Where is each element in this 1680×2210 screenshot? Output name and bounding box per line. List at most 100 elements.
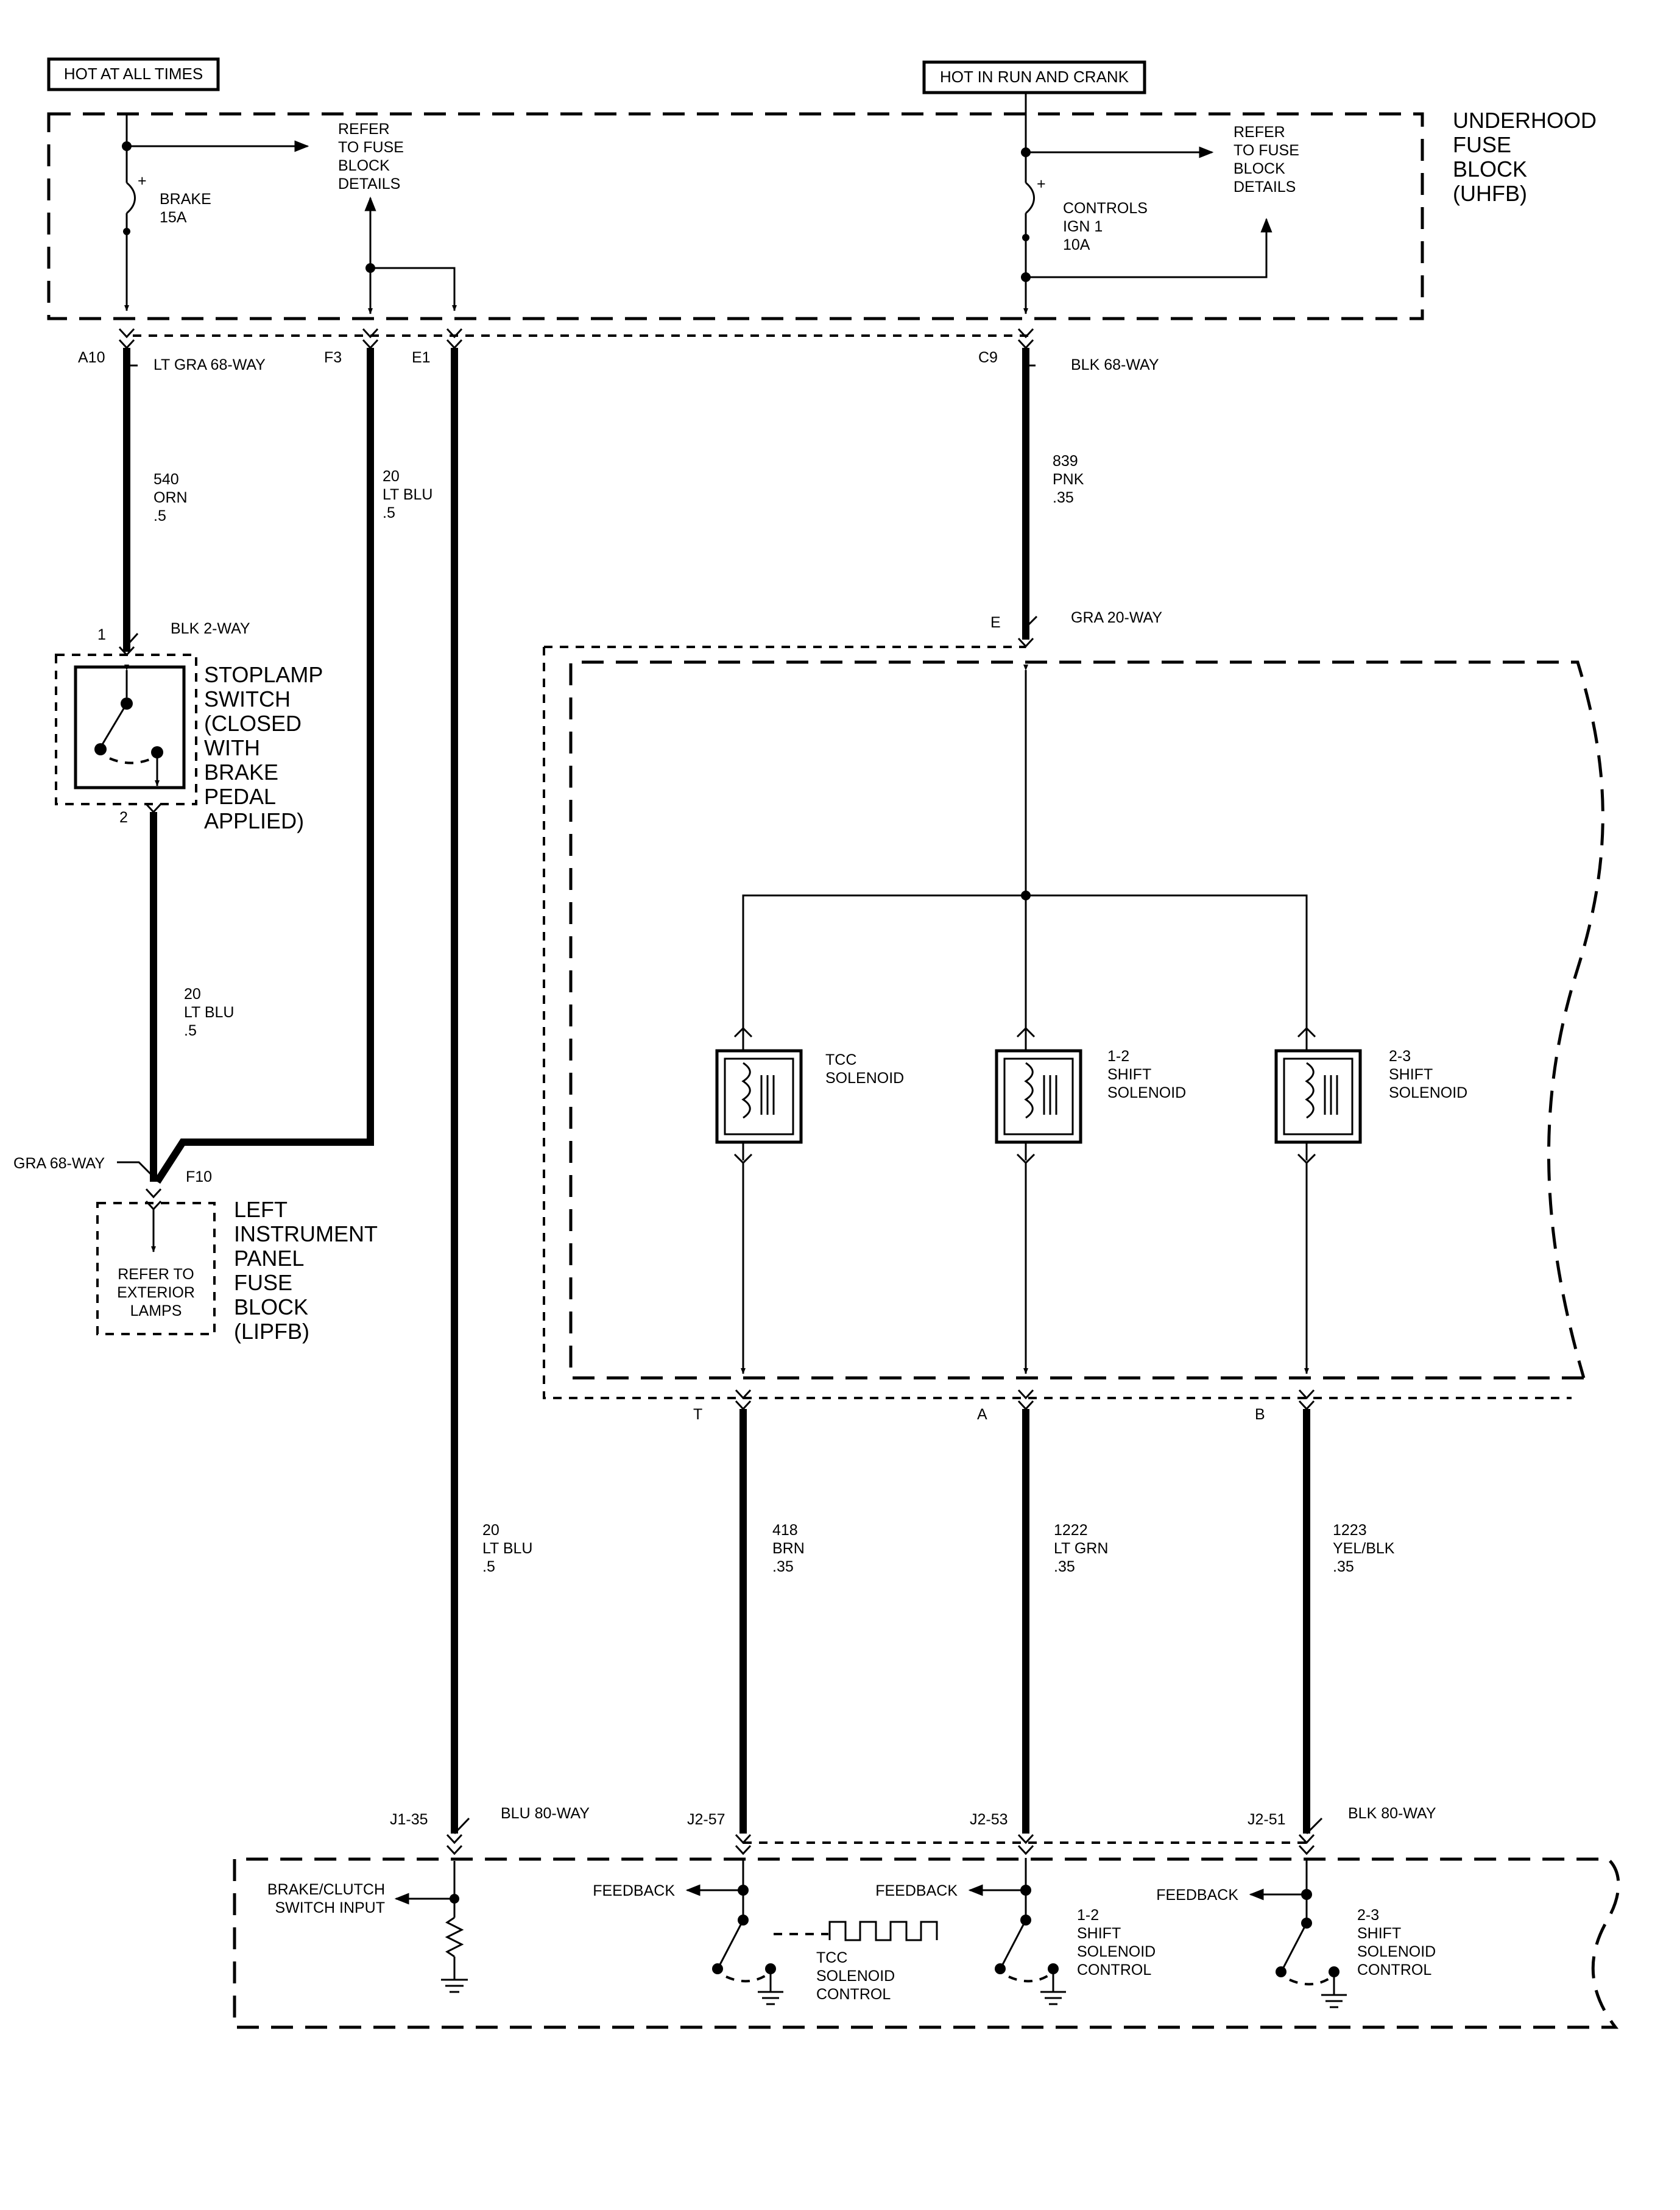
- wire-839-pnk: 839 PNK .35: [1022, 348, 1084, 640]
- wire-20-lt-blu-f3: 20 LT BLU .5: [154, 348, 432, 1184]
- svg-text:YEL/BLK: YEL/BLK: [1333, 1540, 1395, 1557]
- svg-text:SWITCH: SWITCH: [204, 687, 291, 711]
- svg-text:INSTRUMENT: INSTRUMENT: [234, 1221, 378, 1246]
- uhfb-label: UNDERHOOD FUSE BLOCK (UHFB): [1453, 108, 1597, 206]
- uhfb-pin-labels: A10 F3 E1 C9 LT GRA 68-WAY BLK 68-WAY: [78, 349, 1159, 373]
- svg-text:(CLOSED: (CLOSED: [204, 711, 302, 736]
- svg-text:PANEL: PANEL: [234, 1246, 304, 1271]
- svg-text:SHIFT: SHIFT: [1389, 1066, 1433, 1083]
- svg-text:B: B: [1255, 1406, 1265, 1423]
- shift-solenoid-1-2-label: 1-2 SHIFT SOLENOID: [1107, 1048, 1186, 1101]
- underhood-fuse-block-outline: [47, 112, 1424, 320]
- svg-text:TCC: TCC: [816, 1949, 847, 1966]
- svg-text:.35: .35: [772, 1558, 794, 1575]
- svg-text:GRA 20-WAY: GRA 20-WAY: [1071, 609, 1162, 626]
- svg-text:+: +: [138, 172, 147, 189]
- pcm-connector-pins: J1-35 J2-57 J2-53 J2-51 BLU 80-WAY BLK 8…: [390, 1805, 1436, 1855]
- svg-text:(LIPFB): (LIPFB): [234, 1319, 309, 1344]
- svg-text:LT GRA 68-WAY: LT GRA 68-WAY: [154, 356, 266, 373]
- refer-fuse-block-details-1: REFER TO FUSE BLOCK DETAILS: [338, 121, 404, 192]
- svg-text:SOLENOID: SOLENOID: [816, 1968, 895, 1985]
- svg-text:IGN 1: IGN 1: [1063, 218, 1103, 235]
- svg-text:BRAKE/CLUTCH: BRAKE/CLUTCH: [267, 1881, 385, 1898]
- shift-solenoid-2-3-label: 2-3 SHIFT SOLENOID: [1389, 1048, 1467, 1101]
- svg-text:GRA 68-WAY: GRA 68-WAY: [13, 1155, 105, 1172]
- svg-text:E: E: [990, 614, 1001, 631]
- svg-text:HOT AT ALL TIMES: HOT AT ALL TIMES: [64, 65, 203, 83]
- svg-text:REFER: REFER: [1234, 124, 1285, 141]
- svg-text:TO FUSE: TO FUSE: [338, 139, 404, 156]
- svg-text:SOLENOID: SOLENOID: [1077, 1943, 1156, 1960]
- svg-text:CONTROL: CONTROL: [1077, 1961, 1151, 1979]
- svg-text:10A: 10A: [1063, 236, 1090, 253]
- svg-text:F3: F3: [324, 349, 342, 366]
- wire-1222-lt-grn: 1222 LT GRN .35: [1022, 1409, 1108, 1834]
- svg-text:.5: .5: [184, 1022, 197, 1039]
- svg-text:BRN: BRN: [772, 1540, 805, 1557]
- svg-text:CONTROL: CONTROL: [816, 1986, 891, 2003]
- svg-text:2: 2: [119, 809, 128, 826]
- svg-text:.35: .35: [1054, 1558, 1075, 1575]
- svg-text:BLK 80-WAY: BLK 80-WAY: [1348, 1805, 1436, 1822]
- svg-text:SHIFT: SHIFT: [1077, 1925, 1121, 1942]
- svg-text:CONTROLS: CONTROLS: [1063, 200, 1148, 217]
- svg-text:APPLIED): APPLIED): [204, 808, 304, 833]
- pcm-outline: [233, 1857, 1620, 2029]
- lipfb-connector: GRA 68-WAY F10: [13, 1155, 212, 1211]
- svg-text:SOLENOID: SOLENOID: [1389, 1084, 1467, 1101]
- wire-20-lt-blu-e1: 20 LT BLU .5: [451, 348, 532, 1834]
- svg-text:1: 1: [97, 626, 106, 643]
- hot-at-all-times-label: HOT AT ALL TIMES: [47, 57, 220, 91]
- solenoid-feed: [742, 665, 1308, 1029]
- svg-text:J2-51: J2-51: [1248, 1811, 1286, 1828]
- shift-solenoid-1-2: [995, 1026, 1082, 1374]
- svg-text:CONTROL: CONTROL: [1357, 1961, 1431, 1979]
- svg-text:SOLENOID: SOLENOID: [825, 1070, 904, 1087]
- tcc-solenoid-control-driver: FEEDBACK TCC SOLENOID CONTROL: [593, 1858, 938, 2005]
- svg-text:WITH: WITH: [204, 735, 260, 760]
- svg-text:20: 20: [184, 986, 201, 1003]
- svg-text:15A: 15A: [160, 209, 187, 226]
- svg-text:(UHFB): (UHFB): [1453, 181, 1527, 206]
- svg-text:FEEDBACK: FEEDBACK: [875, 1882, 958, 1899]
- svg-text:PNK: PNK: [1053, 471, 1084, 488]
- shift-2-3-solenoid-control-driver: FEEDBACK 2-3 SHIFT SOLENOID CONTROL: [1156, 1858, 1436, 2008]
- svg-text:ORN: ORN: [154, 489, 188, 506]
- svg-text:REFER: REFER: [338, 121, 390, 138]
- svg-text:SWITCH INPUT: SWITCH INPUT: [275, 1899, 385, 1916]
- svg-text:REFER TO: REFER TO: [118, 1266, 194, 1283]
- svg-text:LT BLU: LT BLU: [482, 1540, 532, 1557]
- wire-418-brn: 418 BRN .35: [739, 1409, 805, 1834]
- transmission-connector-e: E GRA 20-WAY: [990, 609, 1162, 648]
- svg-text:LAMPS: LAMPS: [130, 1302, 182, 1319]
- svg-text:2-3: 2-3: [1357, 1907, 1379, 1924]
- svg-text:A: A: [977, 1406, 987, 1423]
- svg-text:STOPLAMP: STOPLAMP: [204, 662, 323, 687]
- svg-text:BLOCK: BLOCK: [1453, 157, 1527, 182]
- svg-text:1222: 1222: [1054, 1522, 1088, 1539]
- svg-text:.5: .5: [383, 504, 395, 521]
- f3-e1-feed: [364, 196, 457, 314]
- svg-text:BRAKE: BRAKE: [204, 760, 278, 785]
- svg-text:540: 540: [154, 471, 179, 488]
- svg-text:HOT IN RUN AND CRANK: HOT IN RUN AND CRANK: [940, 68, 1129, 86]
- svg-text:.35: .35: [1053, 489, 1074, 506]
- svg-text:20: 20: [383, 468, 400, 485]
- svg-text:J2-57: J2-57: [687, 1811, 725, 1828]
- svg-text:E1: E1: [412, 349, 431, 366]
- svg-text:UNDERHOOD: UNDERHOOD: [1453, 108, 1597, 133]
- svg-text:SOLENOID: SOLENOID: [1107, 1084, 1186, 1101]
- svg-text:2-3: 2-3: [1389, 1048, 1411, 1065]
- shift-1-2-solenoid-control-driver: FEEDBACK 1-2 SHIFT SOLENOID CONTROL: [875, 1858, 1156, 2005]
- transmission-outer-outline: [543, 646, 1572, 1399]
- svg-text:839: 839: [1053, 453, 1078, 470]
- svg-text:TO FUSE: TO FUSE: [1234, 142, 1299, 159]
- svg-text:.5: .5: [154, 507, 166, 524]
- svg-text:LT BLU: LT BLU: [383, 486, 432, 503]
- wire-20-lt-blu-stoplamp: 20 LT BLU .5: [150, 812, 234, 1182]
- svg-text:.35: .35: [1333, 1558, 1354, 1575]
- svg-text:BLU 80-WAY: BLU 80-WAY: [501, 1805, 590, 1822]
- svg-text:FEEDBACK: FEEDBACK: [1156, 1887, 1238, 1904]
- svg-text:SOLENOID: SOLENOID: [1357, 1943, 1436, 1960]
- controls-ign1-fuse: + CONTROLS IGN 1 10A: [1021, 93, 1272, 314]
